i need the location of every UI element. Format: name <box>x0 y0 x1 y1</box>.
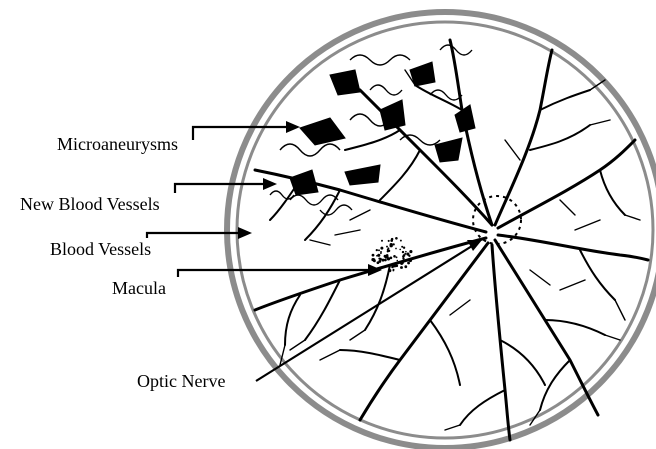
macula-dot <box>387 250 389 252</box>
macula-dot <box>400 240 402 242</box>
optic-nerve-label: Optic Nerve <box>137 371 225 391</box>
macula-dot <box>402 257 404 259</box>
macula-dot <box>387 247 389 249</box>
eyeball-inner-ring <box>237 22 653 438</box>
new-blood-vessels-cluster <box>290 62 475 195</box>
macula-dot <box>402 251 404 253</box>
blood-vessels-label: Blood Vessels <box>50 239 151 259</box>
macula-dot <box>408 262 410 264</box>
macula-dot <box>403 254 406 257</box>
eyeball-outer-ring <box>227 12 656 448</box>
macula-dot <box>405 251 407 253</box>
new-blood-vessels-leader <box>175 184 265 193</box>
macula-dot <box>393 255 396 258</box>
macula-dot <box>390 257 393 260</box>
macula-dot <box>395 237 398 240</box>
macula-dot <box>373 259 376 262</box>
macula-dot <box>391 238 394 241</box>
new-blood-vessels-arrowhead <box>263 178 277 190</box>
macula-dot <box>392 263 395 266</box>
macula-spot <box>371 237 412 272</box>
microaneurysms-arrowhead <box>286 121 300 133</box>
macula-dot <box>401 246 403 248</box>
microaneurysms-label: Microaneurysms <box>57 134 178 154</box>
macula-dot <box>388 269 391 272</box>
macula-dot <box>385 255 388 258</box>
macula-dot <box>402 262 404 264</box>
blood-vessels-arrowhead <box>238 227 252 239</box>
macula-dot <box>409 259 412 262</box>
macula-dot <box>400 266 403 269</box>
macula-dot <box>396 256 398 258</box>
macula-dot <box>392 270 394 272</box>
optic-nerve-leader <box>256 246 472 381</box>
macula-dot <box>399 249 401 251</box>
macula-dot <box>388 240 390 242</box>
macula-dot <box>381 240 383 242</box>
macula-leader <box>178 270 370 277</box>
eyeball <box>227 12 656 448</box>
optic-nerve-arrowhead <box>467 240 482 251</box>
macula-dot <box>380 247 383 250</box>
macula-dot <box>372 254 375 257</box>
macula-dot <box>378 249 380 251</box>
microaneurysms-leader <box>193 127 288 140</box>
macula-label: Macula <box>112 278 166 298</box>
macula-dot <box>393 243 395 245</box>
macula-dot <box>384 259 387 262</box>
macula-dot <box>409 250 412 253</box>
macula-dot <box>386 246 388 248</box>
macula-dot <box>377 254 380 257</box>
macula-dot <box>395 248 397 250</box>
macula-dot <box>407 253 409 255</box>
macula-dot <box>390 243 393 246</box>
macula-dot <box>376 249 378 251</box>
macula-dot <box>378 260 381 263</box>
macula-dot <box>380 252 382 254</box>
macula-dot <box>397 260 399 262</box>
new-blood-vessels-label: New Blood Vessels <box>20 194 160 214</box>
macula-dot <box>404 265 407 268</box>
macula-dot <box>403 247 405 249</box>
macula-arrowhead <box>368 264 382 276</box>
